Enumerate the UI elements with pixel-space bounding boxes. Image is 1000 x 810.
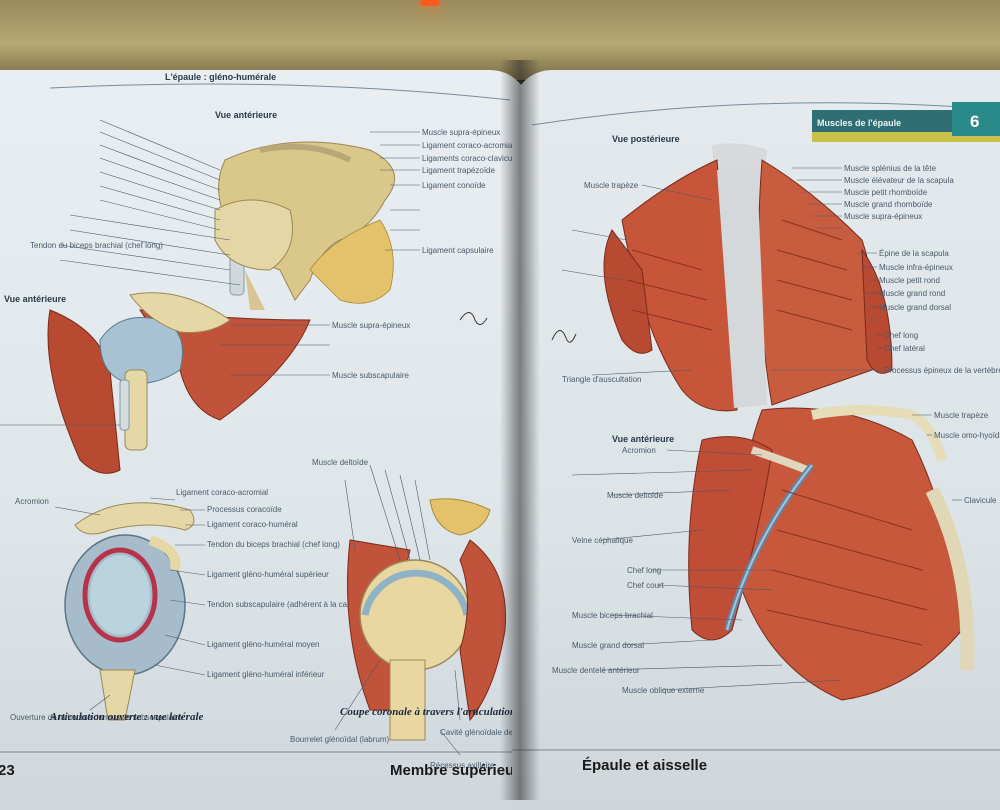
label-subscapular-tendon: Tendon subscapulaire (adhérent à la caps… [207, 600, 369, 609]
anterior-muscles-illustration [688, 405, 975, 701]
left-page-illustrations: L'épaule : gléno-humérale Vue antérieure… [0, 72, 530, 779]
label-external-oblique: Muscle oblique externe [622, 686, 705, 695]
label-latissimus-post: Muscle grand dorsal [879, 303, 951, 312]
label-cephalic-vein: Veine céphalique [572, 536, 633, 545]
label-conoid: Ligament conoïde [422, 181, 486, 190]
view-anterior-side-label: Vue antérieure [4, 294, 66, 304]
open-joint-illustration [64, 502, 195, 721]
label-gh-inferior: Ligament gléno-huméral inférieur [207, 670, 325, 679]
label-coraco-acromial: Ligament coraco-acromial [422, 141, 514, 150]
artist-signature [459, 312, 488, 325]
label-supraspinatus-mid: Muscle supra-épineux [332, 321, 410, 330]
label-acromion: Acromion [15, 497, 49, 506]
label-acromion-ant: Acromion [622, 446, 656, 455]
label-coracoid: Processus coracoïde [207, 505, 282, 514]
label-trapezius-post: Muscle trapèze [584, 181, 639, 190]
label-labrum: Bourrelet glénoïdal (labrum) [290, 735, 389, 744]
label-bursa-opening: Ouverture de la bourse du muscle subscap… [10, 713, 183, 722]
label-rhomboid-minor: Muscle petit rhomboïde [844, 188, 928, 197]
view-anterior-right-label: Vue antérieure [612, 434, 674, 444]
label-serratus: Muscle dentelé antérieur [552, 666, 640, 675]
label-latissimus-ant: Muscle grand dorsal [572, 641, 644, 650]
view-anterior-label: Vue antérieure [215, 110, 277, 120]
right-page-illustrations: Muscles de l'épaule 6 Vue postérieure [512, 102, 1000, 774]
plate-number-tab [952, 102, 1000, 136]
label-short-head-ant: Chef court [627, 581, 665, 590]
label-long-head-ant: Chef long [627, 566, 661, 575]
anterior-muscle-illustration [47, 292, 311, 474]
label-coraco-acromial-open: Ligament coraco-acromial [176, 488, 268, 497]
book-gutter-shadow [500, 60, 540, 800]
label-trapezoid: Ligament trapézoïde [422, 166, 495, 175]
label-t7: Processus épineux de la vertèbre T7 [884, 366, 1000, 375]
coronal-section-illustration [347, 498, 507, 741]
right-page-header: Muscles de l'épaule [817, 118, 901, 128]
left-page-title: L'épaule : gléno-humérale [165, 72, 276, 82]
label-teres-minor: Muscle petit rond [879, 276, 940, 285]
label-supraspinatus-top: Muscle supra-épineux [422, 128, 500, 137]
label-omohyoid: Muscle omo-hyoïdien [934, 431, 1000, 440]
right-page-footer: Épaule et aisselle [582, 757, 707, 774]
label-long-head-post: Chef long [884, 331, 918, 340]
chapter-header-band [812, 110, 952, 132]
label-infraspinatus: Muscle infra-épineux [879, 263, 953, 272]
label-gh-superior: Ligament gléno-huméral supérieur [207, 570, 329, 579]
caption-open-joint: Articulation ouverte : vue latérale [49, 711, 203, 723]
label-trapezius-ant: Muscle trapèze [934, 411, 989, 420]
left-page: L'épaule : gléno-humérale Vue antérieure… [0, 70, 530, 810]
label-deltoid-ant: Muscle deltoïde [607, 491, 664, 500]
label-glenoid-cavity: Cavité glénoïdale de la scapula [440, 728, 530, 737]
left-page-footer: Membre supérieur [390, 762, 520, 779]
posterior-muscles-illustration [603, 143, 893, 412]
label-coraco-clavicular: Ligaments coraco-claviculaires [422, 154, 530, 163]
view-posterior-label: Vue postérieure [612, 134, 680, 144]
label-biceps-tendon: Tendon du biceps brachial (chef long) [207, 540, 340, 549]
caption-coronal: Coupe coronale à travers l'articulation [340, 706, 516, 718]
label-teres-major: Muscle grand rond [879, 289, 945, 298]
right-page: Muscles de l'épaule 6 Vue postérieure [512, 70, 1000, 810]
left-page-number: 23 [0, 762, 15, 779]
label-biceps-top: Tendon du biceps brachial (chef long) [30, 241, 163, 250]
label-lateral-head-post: Chef latéral [884, 344, 925, 353]
label-splenius: Muscle splénius de la tête [844, 164, 937, 173]
plate-number: 6 [970, 112, 979, 131]
label-deltoid-coronal: Muscle deltoïde [312, 458, 369, 467]
label-supraspinatus-post: Muscle supra-épineux [844, 212, 922, 221]
anterior-shoulder-illustration [214, 141, 395, 310]
label-coraco-humeral: Ligament coraco-huméral [207, 520, 298, 529]
label-rhomboid-major: Muscle grand rhomboïde [844, 200, 933, 209]
label-spine-scapula: Épine de la scapula [879, 249, 949, 258]
label-auscultation: Triangle d'auscultation [562, 375, 642, 384]
label-clavicle: Clavicule [964, 496, 997, 505]
artist-signature-right [551, 330, 577, 343]
label-capsular-ligament: Ligament capsulaire [422, 246, 494, 255]
label-axillary-recess: Récessus axillaire [430, 761, 495, 770]
label-levator: Muscle élévateur de la scapula [844, 176, 954, 185]
label-biceps-ant: Muscle biceps brachial [572, 611, 653, 620]
label-gh-middle: Ligament gléno-huméral moyen [207, 640, 320, 649]
label-subscapularis-mid: Muscle subscapulaire [332, 371, 409, 380]
